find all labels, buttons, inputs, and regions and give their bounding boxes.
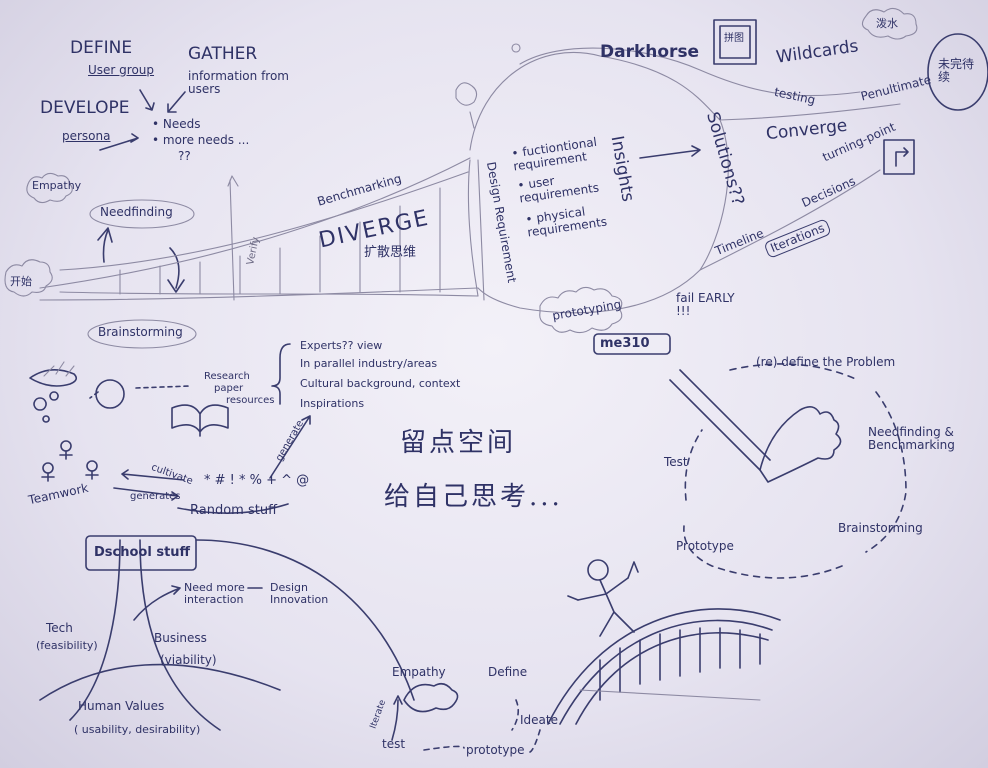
bottom-define-label: Define	[488, 665, 528, 679]
human-values-label: Human Values	[78, 699, 165, 713]
box-label: 拼图	[724, 33, 744, 44]
needs-label: • Needs	[152, 117, 201, 131]
bottom-ideate-label: Ideate	[520, 713, 558, 727]
question-marks: ??	[178, 149, 191, 163]
viability-label: (viability)	[160, 653, 217, 667]
random-stuff-label: Random stuff	[190, 503, 278, 518]
bottom-prototype-label: prototype	[466, 743, 525, 757]
user-group-label: User group	[88, 63, 155, 77]
brainstorming-label: Brainstorming	[98, 325, 183, 339]
cn-line-2: 给自己思考...	[384, 482, 563, 512]
empathy-label: Empathy	[32, 179, 82, 192]
left-cloud-label: 开始	[10, 275, 32, 288]
generates-label: generates	[130, 491, 181, 502]
fail-early-label: fail EARLY !!!	[676, 291, 735, 318]
bottom-test-label: test	[382, 737, 406, 751]
bottom-empathy-label: Empathy	[392, 665, 446, 679]
cycle-test-label: Test	[664, 455, 688, 469]
resources-label: resources	[226, 395, 275, 406]
need-more-label: Need more interaction	[184, 581, 245, 606]
right-circle-label: 未完待续	[938, 57, 975, 84]
needfinding-label: Needfinding	[100, 205, 173, 219]
tech-label: Tech	[46, 621, 73, 635]
paper-label: paper	[214, 383, 244, 394]
darkhorse-label: Darkhorse	[600, 42, 700, 62]
design-innovation-label: Design Innovation	[270, 581, 329, 606]
dschool-label: Dschool stuff	[94, 545, 191, 560]
cycle-prototype-label: Prototype	[676, 539, 734, 553]
business-label: Business	[154, 631, 207, 645]
more-needs-label: • more needs ...	[152, 133, 250, 147]
define-label: DEFINE	[70, 38, 133, 58]
cultural-label: Cultural background, context	[300, 377, 461, 390]
usability-label: ( usability, desirability)	[74, 723, 201, 736]
redefine-label: (re) define the Problem	[756, 355, 896, 369]
develope-label: DEVELOPE	[40, 98, 130, 118]
diverge-cn-label: 扩散思维	[364, 245, 417, 260]
parallel-label: In parallel industry/areas	[300, 357, 438, 370]
feasibility-label: (feasibility)	[36, 639, 98, 652]
cycle-brainstorming-label: Brainstorming	[838, 521, 923, 535]
top-cloud-label: 泼水	[876, 17, 898, 30]
gather-label: GATHER	[188, 44, 258, 64]
needfinding-bench-label: Needfinding & Benchmarking	[868, 425, 955, 452]
cn-line-1: 留点空间	[400, 428, 517, 458]
me310-tag: me310	[600, 336, 650, 351]
research-label: Research	[204, 371, 250, 382]
experts-label: Experts?? view	[300, 339, 383, 352]
random-symbols: * # ! * % + ^ @	[204, 473, 310, 488]
persona-label: persona	[62, 129, 111, 143]
info-from-users-label: information from users	[188, 69, 289, 96]
inspirations-label: Inspirations	[300, 397, 365, 410]
